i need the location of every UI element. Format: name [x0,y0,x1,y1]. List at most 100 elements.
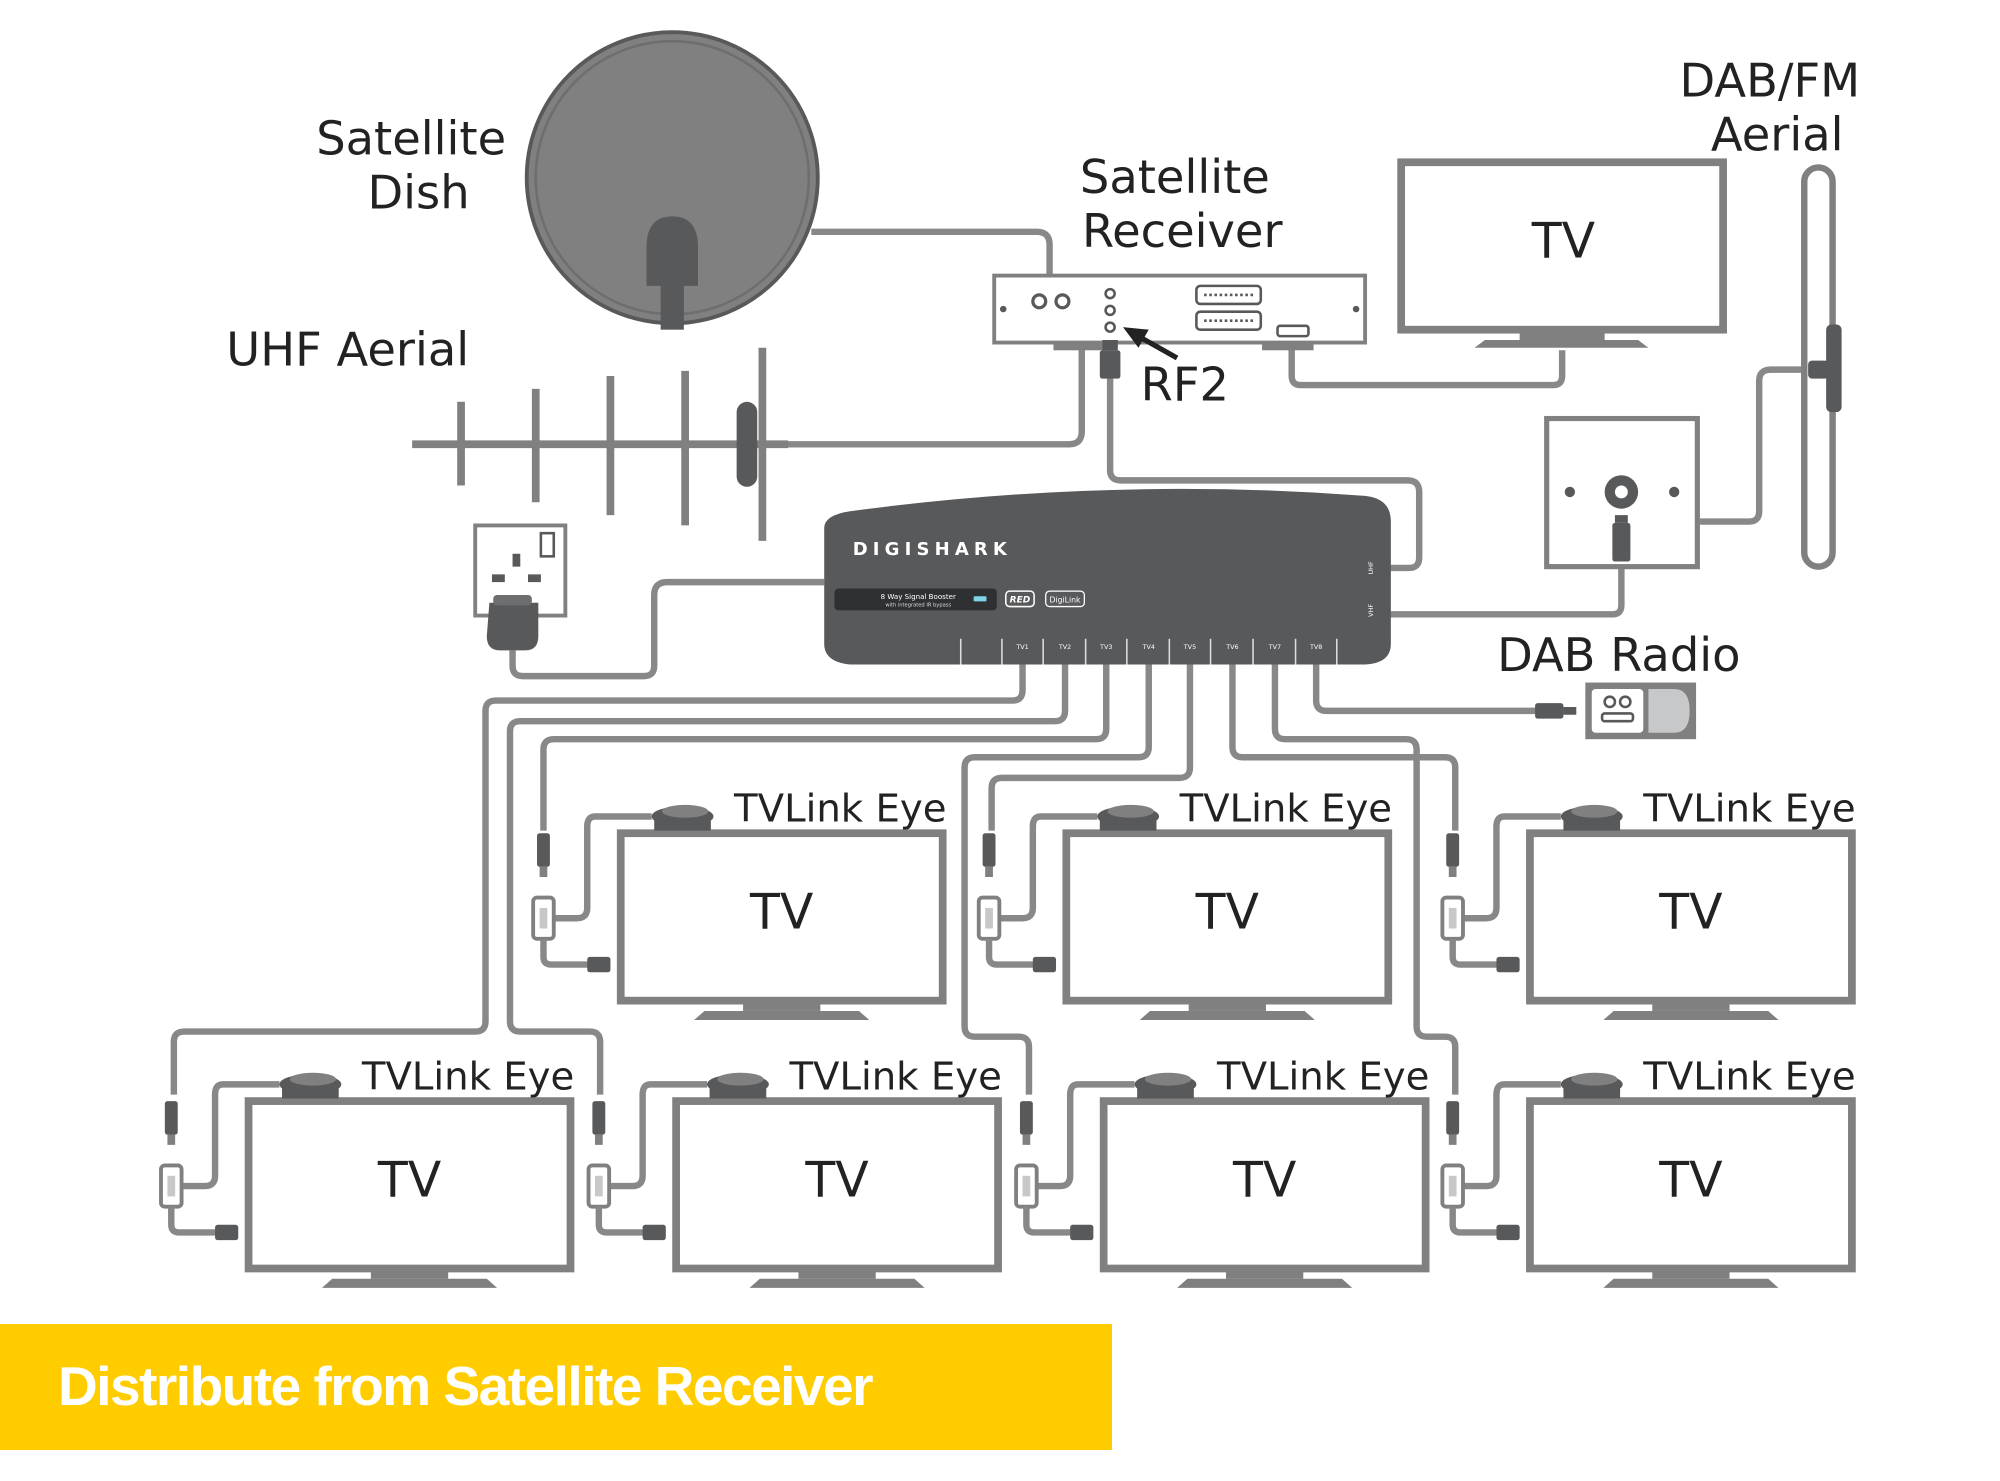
aerial-plug-pin [1448,1134,1457,1145]
satellite-receiver-label-line2: Receiver [1082,204,1283,258]
ir-injector-detail [1448,1175,1457,1197]
dab-radio-label: DAB Radio [1497,628,1740,682]
main-tv-label: TV [1531,213,1596,270]
ir-injector-detail [985,907,993,929]
cable-tv6 [1229,664,1459,831]
tv-aerial-cable [540,938,590,968]
tv-screen [244,1097,575,1273]
tv-stand [1226,1268,1304,1279]
cable-tv7 [1271,664,1459,1095]
tv-stand-base [749,1278,925,1288]
tvlink-eye-label: TVLink Eye [788,1055,1001,1100]
booster-badge-red: RED [1010,596,1031,606]
uhf-aerial [412,347,789,541]
tv-label: TV [1195,884,1260,941]
booster-label-line2: with integrated IR bypass [885,603,951,609]
tv-label: TV [1658,1151,1723,1208]
cable-tv3 [540,664,1110,831]
cable-tv5 [988,664,1194,831]
satellite-dish-label: Satellite Dish [316,112,521,220]
cable-tv2 [506,664,1069,1095]
tv-screen [672,1097,1002,1273]
tv-input-plug-icon [642,1224,666,1241]
tvlink-eye-base [1137,1088,1194,1099]
cables [170,228,1814,1095]
tv-label: TV [804,1151,869,1208]
booster-port-tv5: TV5 [1183,643,1196,651]
tvlink-eye-lens [661,804,709,818]
ir-injector-detail [1022,1175,1031,1197]
booster-port-tv4: TV4 [1142,643,1155,651]
tvlink-eye-base [709,1088,767,1099]
cable-wallplate-booster [1388,560,1625,618]
cable-tv1 [170,664,1026,1095]
signal-booster: DIGISHARK 8 Way Signal Booster with inte… [824,488,1391,665]
booster-badge-digilink: DigiLink [1050,596,1081,605]
booster-port-tv1: TV1 [1015,643,1028,651]
booster-port-tv7: TV7 [1268,643,1281,651]
tv-screen [1099,1097,1430,1273]
tv-label: TV [749,884,814,941]
ir-injector-detail [539,907,548,929]
tv-stand-base [321,1278,498,1288]
booster-port-uhf: UHF [1367,561,1375,575]
tv-input-plug-icon [1496,1224,1520,1241]
tvlink-eye-lens [1571,1072,1618,1086]
tv-stand [798,1268,876,1279]
booster-port-vhf: VHF [1367,604,1375,617]
tvlink-eye-base [1563,820,1621,831]
ir-injector-detail [1448,907,1457,929]
tvlink-eye-label: TVLink Eye [1179,787,1392,832]
satellite-dish [524,30,820,330]
satellite-receiver-label: Satellite Receiver [1080,150,1285,258]
ir-injector-detail [167,1175,176,1197]
tvlink-eye-lens [1571,804,1618,818]
tvlink-eye-base [654,820,711,831]
tv-input-plug-icon [215,1224,239,1241]
aerial-plug-pin [539,866,548,878]
ir-injector-detail [594,1175,603,1197]
tv-stand [1652,1000,1730,1011]
tv-aerial-cable [1449,1206,1500,1236]
dab-fm-aerial-label: DAB/FM Aerial [1679,54,1874,162]
dab-fm-aerial [1801,164,1842,570]
tvlink-eye-label: TVLink Eye [361,1055,574,1100]
dab-fm-aerial-label-line2: Aerial [1711,108,1844,162]
booster-port-tv6: TV6 [1225,643,1238,651]
aerial-plug-pin [1448,866,1457,878]
tv-stand-base [694,1010,870,1020]
tv-stand [1652,1268,1730,1279]
aerial-plug-pin [1022,1134,1031,1145]
tvlink-eye-label: TVLink Eye [1216,1055,1429,1100]
cable-tv8-dab [1312,664,1543,715]
tv-input-plug-icon [1032,956,1057,973]
tv-stand-base [1603,1278,1779,1288]
tv-aerial-cable [1023,1206,1073,1236]
aerial-plug-icon [982,833,996,867]
tv-stand [1188,1000,1266,1011]
eye-cable [553,813,652,922]
booster-port-tv3: TV3 [1099,643,1112,651]
tv-screen [616,829,947,1005]
eye-cable [1462,813,1561,922]
aerial-wall-plate [1544,415,1700,570]
tv-label: TV [1658,884,1723,941]
title-banner: Distribute from Satellite Receiver [0,1324,1112,1450]
tvlink-eye-lens [1107,804,1154,818]
cable-rf2-booster [1106,373,1423,572]
tv-aerial-cable [985,938,1036,968]
dab-fm-aerial-label-line1: DAB/FM [1679,54,1860,108]
eye-cable [181,1081,280,1190]
cable-power [509,578,825,680]
satellite-dish-label-line2: Dish [367,166,469,220]
rf2-arrow-icon [1122,327,1179,361]
tvlink-eye-label: TVLink Eye [1642,787,1855,832]
tvlink-eye-lens [289,1072,337,1086]
banner-title: Distribute from Satellite Receiver [58,1355,874,1417]
